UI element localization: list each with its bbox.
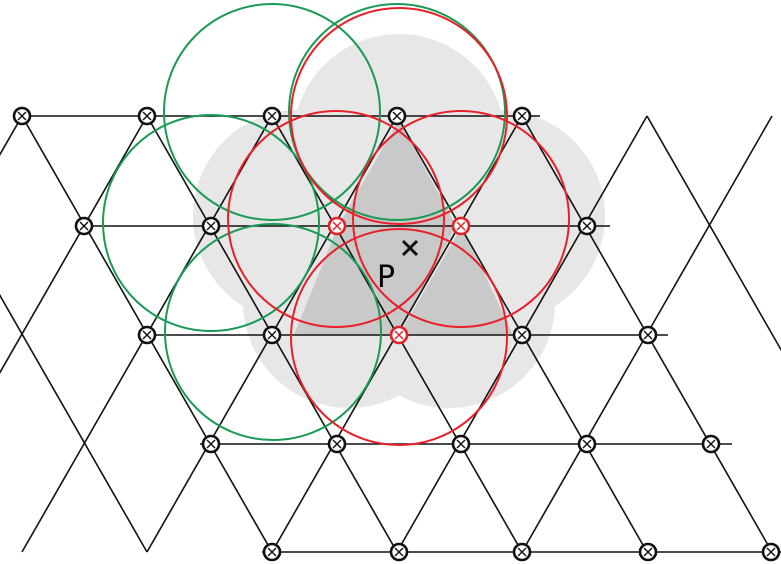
node-mark (17, 111, 27, 121)
node-mark (206, 221, 216, 231)
lattice-node (137, 106, 157, 126)
lattice-node (512, 542, 532, 562)
node-mark (456, 439, 466, 449)
labels: P (377, 239, 419, 295)
red-lattice-node (327, 216, 347, 236)
node-mark (394, 547, 404, 557)
lattice-node (201, 216, 221, 236)
lattice-node (638, 542, 658, 562)
red-circle (352, 110, 570, 328)
red-circle (290, 228, 508, 446)
node-mark (766, 547, 776, 557)
point-p-label: P (377, 260, 395, 295)
node-mark (142, 111, 152, 121)
node-mark (517, 330, 527, 340)
lattice-node (701, 434, 721, 454)
red-circle (290, 7, 508, 225)
lattice-node (74, 216, 94, 236)
lattice-nodes (12, 106, 781, 562)
cross-stroke (401, 239, 419, 257)
lattice-node (327, 434, 347, 454)
shade-dark-right (399, 226, 513, 335)
node-mark (332, 439, 342, 449)
node-mark (517, 547, 527, 557)
red-circle (227, 110, 445, 328)
lattice-node (12, 106, 32, 126)
node-mark (643, 330, 653, 340)
circle-set (102, 3, 570, 446)
lattice-diagonal-down-right (646, 115, 781, 352)
green-circle (164, 223, 382, 441)
node-mark (643, 547, 653, 557)
lattice-node (262, 325, 282, 345)
node-mark (706, 439, 716, 449)
node-mark (582, 439, 592, 449)
lattice-node (512, 325, 532, 345)
lattice-node (137, 325, 157, 345)
red-lattice-node (451, 216, 471, 236)
lattice-node (638, 325, 658, 345)
node-mark (267, 111, 277, 121)
lattice-node (577, 434, 597, 454)
lattice-node (387, 106, 407, 126)
green-circle (102, 114, 320, 332)
red-lattice-node (389, 325, 409, 345)
node-mark (394, 330, 404, 340)
node-mark (267, 330, 277, 340)
green-circle (288, 3, 506, 221)
lattice-node (201, 434, 221, 454)
lattice-diagonal-down-left (0, 115, 148, 374)
lattice-node (761, 542, 781, 562)
lattice-diagonal-down-left (0, 115, 23, 156)
node-mark (267, 547, 277, 557)
lattice-node (262, 106, 282, 126)
node-mark (392, 111, 402, 121)
shaded-regions (193, 34, 605, 408)
lattice-node (577, 216, 597, 236)
node-mark (206, 439, 216, 449)
lattice-node (512, 106, 532, 126)
lattice-node (262, 542, 282, 562)
node-mark (79, 221, 89, 231)
point-p-cross-marker (401, 239, 419, 257)
node-mark (582, 221, 592, 231)
node-mark (517, 111, 527, 121)
shade-dark-left (294, 226, 399, 335)
node-mark (142, 330, 152, 340)
lattice-node (451, 434, 471, 454)
green-circle (163, 3, 381, 221)
node-mark (332, 221, 342, 231)
lattice-node (389, 542, 409, 562)
node-mark (456, 221, 466, 231)
